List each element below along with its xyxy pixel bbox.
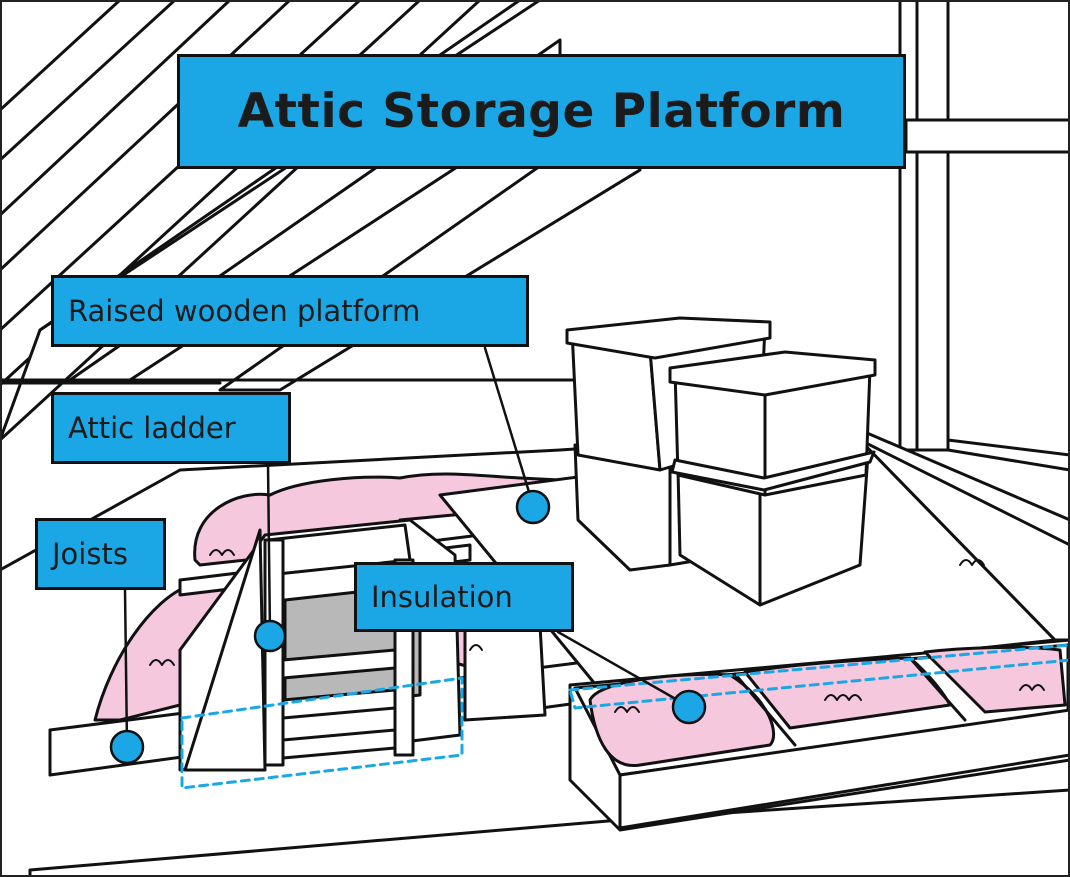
ladder-dashed-outline (180, 676, 464, 790)
label-raised-wooden-platform: Raised wooden platform (51, 275, 529, 347)
dot-platform (515, 489, 551, 525)
diagram-title: Attic Storage Platform (237, 84, 846, 139)
dot-ladder (253, 619, 287, 653)
label-attic-ladder: Attic ladder (51, 392, 291, 464)
storage-bins (565, 316, 877, 607)
dot-insulation (671, 689, 707, 725)
front-insulation-tray (568, 638, 1070, 832)
title-banner: Attic Storage Platform (177, 54, 906, 169)
label-joists: Joists (35, 518, 166, 590)
label-insulation: Insulation (354, 562, 574, 632)
right-posts (898, 0, 1070, 472)
dot-joists (109, 729, 145, 765)
